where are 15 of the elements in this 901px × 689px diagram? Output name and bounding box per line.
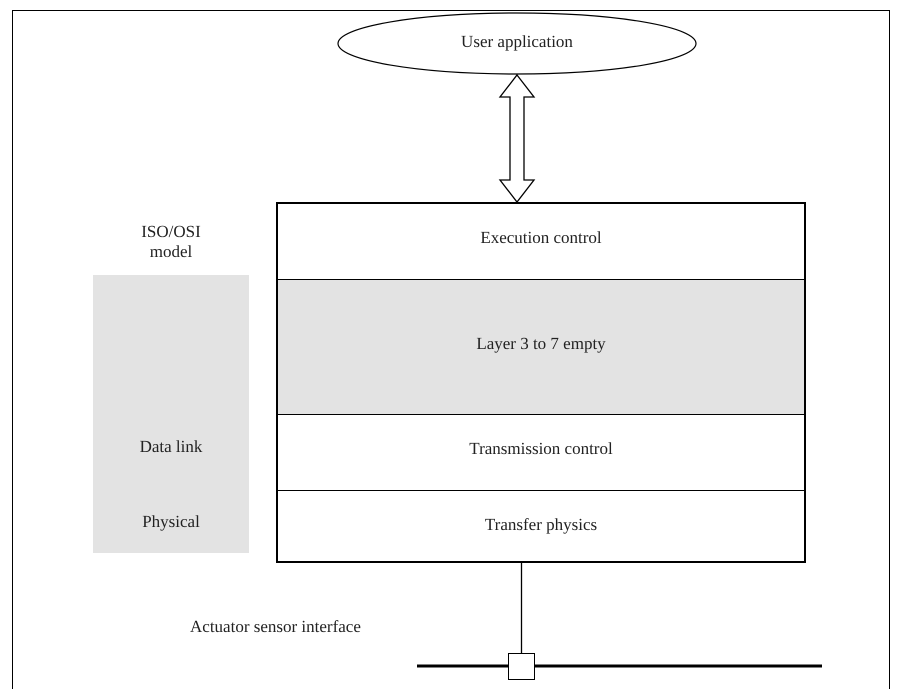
- layer-name: Data link: [138, 437, 204, 457]
- node-label: User application: [460, 32, 574, 52]
- bus-connector-square: [508, 653, 535, 680]
- empty-layer-row: [278, 279, 804, 414]
- ellipse-node: [337, 12, 697, 75]
- bus-label: Actuator sensor interface: [190, 617, 361, 637]
- layer-label: Layer 3 to 7 empty: [475, 334, 607, 354]
- layer-label: Transmission control: [468, 439, 614, 459]
- layer-label: Execution control: [479, 228, 603, 248]
- connector-line: [520, 563, 522, 653]
- layer-stack-box: [276, 202, 806, 563]
- layer-name: Physical: [141, 512, 201, 532]
- layer-label: Transfer physics: [484, 515, 598, 535]
- model-heading: ISO/OSI model: [140, 222, 202, 262]
- double-arrow: [498, 74, 536, 204]
